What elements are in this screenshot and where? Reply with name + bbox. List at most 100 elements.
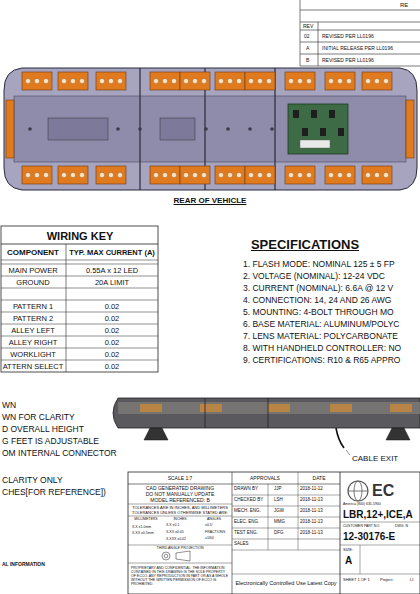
led-lens	[383, 78, 388, 83]
led-lens	[192, 78, 197, 83]
led-module	[215, 72, 245, 90]
led-lens	[201, 172, 206, 177]
logo-globe	[348, 491, 368, 492]
control-pcb	[288, 104, 348, 154]
led-lens	[99, 78, 104, 83]
drawing-label: AL INFORMATION	[2, 562, 45, 567]
drawing-label: DWG. N	[395, 525, 408, 529]
projection-symbol	[162, 552, 170, 560]
drawing-label: REV	[303, 24, 313, 29]
led-lens	[374, 172, 379, 177]
drawing-label: ATTERN SELECT	[3, 363, 64, 371]
drawing-label: ELEC. ENG.	[234, 520, 259, 525]
projection-symbol	[176, 551, 190, 561]
drawing-label: ALLEY RIGHT	[9, 339, 58, 347]
title-block-line	[340, 574, 420, 575]
led-module	[96, 72, 126, 90]
led-lens	[162, 172, 167, 177]
led-module	[215, 166, 245, 184]
lightbar-housing	[4, 68, 417, 190]
led-lens	[34, 172, 39, 177]
led-lens	[346, 78, 351, 83]
revision-table-line	[300, 22, 420, 23]
drawing-label: INCHES	[173, 518, 186, 522]
title-block-line	[232, 528, 340, 529]
end-led-module	[6, 100, 14, 158]
drawing-label: WIRING KEY	[47, 231, 114, 242]
table-line	[1, 312, 158, 313]
drawing-label: SCALE 1:7	[168, 476, 193, 481]
drawing-label: ±0.5°	[205, 524, 213, 528]
led-module	[180, 72, 210, 90]
mounting-hole	[226, 127, 230, 131]
led-lens	[162, 78, 167, 83]
title-block-line	[232, 506, 340, 507]
drawing-label: 2018-11-13	[300, 520, 323, 525]
led-lens	[201, 78, 206, 83]
title-block-line	[232, 517, 340, 518]
title-block-line	[340, 522, 420, 523]
title-block-line	[128, 563, 232, 564]
title-block-line	[128, 516, 232, 517]
led-lens	[171, 172, 176, 177]
drawing-label: INITIAL RELEASE PER LL0196	[322, 46, 393, 51]
drawing-label: PATTERN 1	[13, 303, 53, 311]
led-lens	[153, 78, 158, 83]
drawing-label: WORKLIGHT	[10, 351, 55, 359]
led-lens	[108, 172, 113, 177]
drawing-label: 0.02	[105, 327, 120, 335]
led-lens	[337, 172, 342, 177]
revision-table-line	[300, 42, 420, 43]
pcb-component	[311, 110, 317, 118]
revision-table-line	[300, 30, 420, 31]
led-lens	[266, 172, 271, 177]
title-block-line	[232, 550, 340, 551]
projection-symbol	[164, 554, 168, 558]
drawing-label: 5. MOUNTING: 4-BOLT THROUGH MO	[243, 308, 394, 317]
drawing-label: A	[345, 556, 352, 566]
title-block-line	[298, 472, 299, 550]
mounting-hole	[138, 127, 142, 131]
company-logo	[348, 481, 368, 501]
side-led-glimpse	[390, 404, 412, 412]
drawing-label: 2018-11-13	[300, 509, 323, 514]
wiring-key-table	[1, 226, 158, 372]
led-module	[285, 72, 315, 90]
drawing-label: SIZE:	[343, 548, 353, 552]
drawing-label: TEST ENG.	[234, 531, 258, 536]
led-module	[58, 72, 88, 90]
side-led-glimpse	[268, 404, 290, 412]
drawing-label: LBR,12+,ICE,A	[343, 510, 413, 520]
led-lens	[306, 172, 311, 177]
led-module	[150, 166, 180, 184]
drawing-label: OM INTERNAL CONNECTOR	[2, 449, 117, 458]
side-led-glimpse	[140, 404, 162, 412]
drawing-label: 2018-11-12	[300, 487, 323, 492]
drawing-label: TYP. MAX CURRENT (A)	[69, 249, 155, 257]
led-lens	[61, 172, 66, 177]
led-lens	[25, 78, 30, 83]
led-lens	[43, 78, 48, 83]
led-lens	[236, 78, 241, 83]
drawing-label: 7. LENS MATERIAL: POLYCARBONATE	[243, 332, 398, 341]
led-lens	[61, 78, 66, 83]
table-line	[1, 244, 158, 245]
lightbar-top-view	[4, 68, 417, 190]
led-module	[58, 166, 88, 184]
drawing-label: APPROVALS	[250, 476, 280, 481]
led-module	[362, 72, 392, 90]
revision-table-line	[300, 54, 420, 55]
led-lens	[288, 78, 293, 83]
led-lens	[218, 78, 223, 83]
side-lens	[118, 402, 420, 414]
led-lens	[257, 172, 262, 177]
led-lens	[248, 172, 253, 177]
led-lens	[70, 78, 75, 83]
led-lens	[99, 172, 104, 177]
drawing-label: CHES[FOR REFERENCE])	[2, 488, 106, 497]
drawing-label: MMG	[274, 520, 285, 525]
title-block-line	[340, 545, 420, 546]
drawing-label: DRAWN BY	[234, 487, 258, 492]
drawing-label: TOLERANCES ARE IN INCHES, AND MILLIMETER…	[132, 506, 228, 510]
title-block-line	[128, 504, 232, 505]
